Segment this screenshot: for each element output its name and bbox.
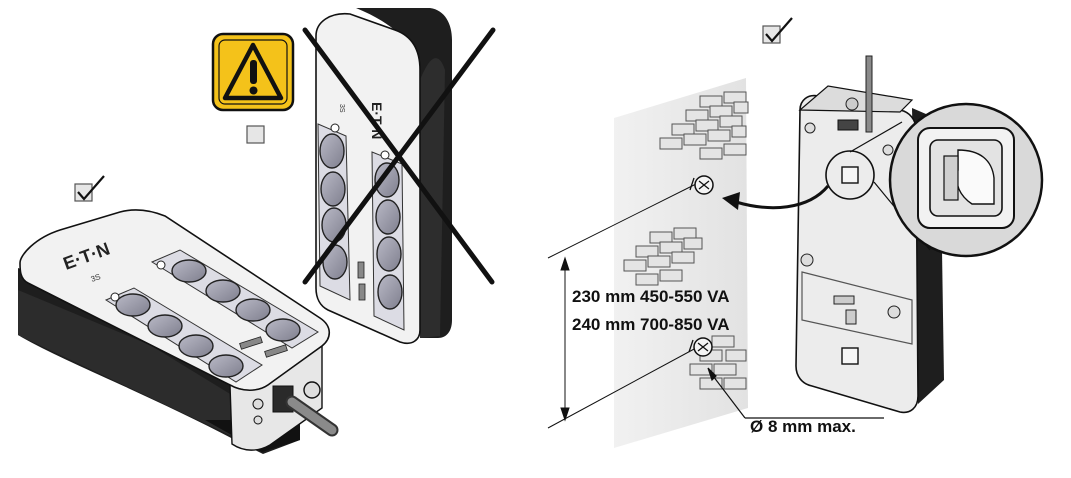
warning-triangle-icon [211,32,295,112]
checkbox-checked-icon [74,175,105,202]
brick-pattern [623,91,749,390]
screw-icon [688,337,713,357]
size-label-450-550: 230 mm 450-550 VA [572,287,730,306]
checkbox-unchecked-icon [246,125,265,144]
ups-horizontal-device [18,209,339,454]
leader-line [707,367,884,419]
svg-text:3S: 3S [338,104,345,113]
ups-upright-device: E·T·N 3S [315,8,452,345]
screw-icon [689,175,714,195]
dimension-lines [547,183,697,429]
magnified-keyhole-detail [849,102,1044,258]
checkbox-checked-icon [762,17,793,44]
curved-arrow-icon [722,185,830,210]
model-label: 3S [90,272,102,284]
size-label-700-850: 240 mm 700-850 VA [572,315,730,334]
cross-out-icon [302,27,496,285]
screw-diameter-label: Ø 8 mm max. [750,417,856,436]
